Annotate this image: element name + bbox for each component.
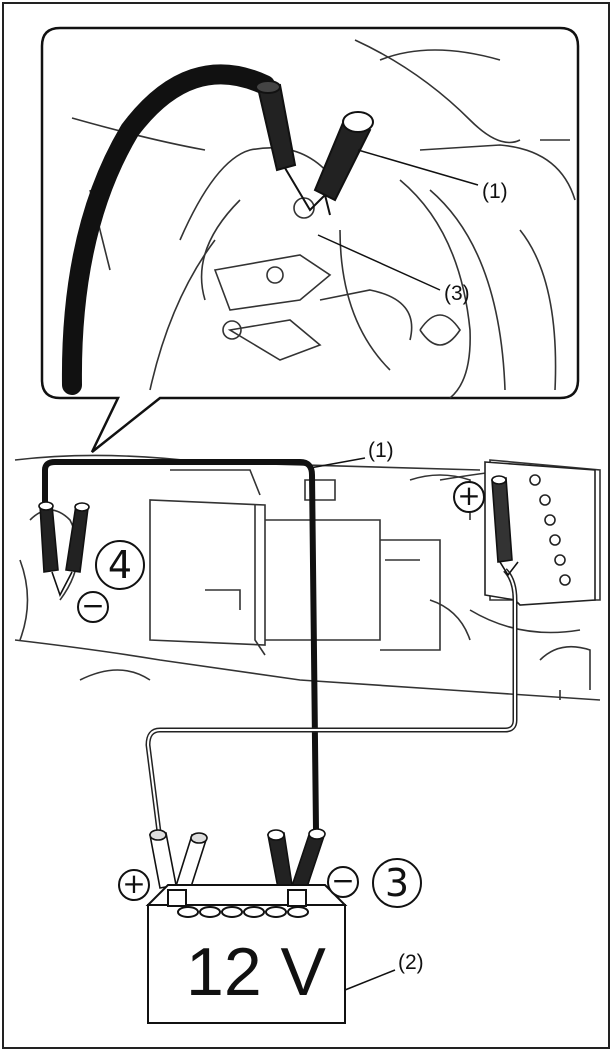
step-four-marker: 4 <box>95 540 145 590</box>
booster-negative-symbol: − <box>327 866 359 898</box>
inset-panel <box>42 28 578 452</box>
main-cable-label: (1) <box>368 440 394 461</box>
booster-positive-symbol: + <box>118 869 150 901</box>
battery-ref-label: (2) <box>398 952 424 973</box>
battery-voltage-label: 12 V <box>186 938 326 1006</box>
vehicle-positive-symbol: + <box>453 481 485 513</box>
inset-terminal-label: (3) <box>444 283 470 304</box>
vehicle-ground-minus-symbol: − <box>77 591 109 623</box>
inset-cable-label: (1) <box>482 181 508 202</box>
step-three-marker: 3 <box>372 858 422 908</box>
